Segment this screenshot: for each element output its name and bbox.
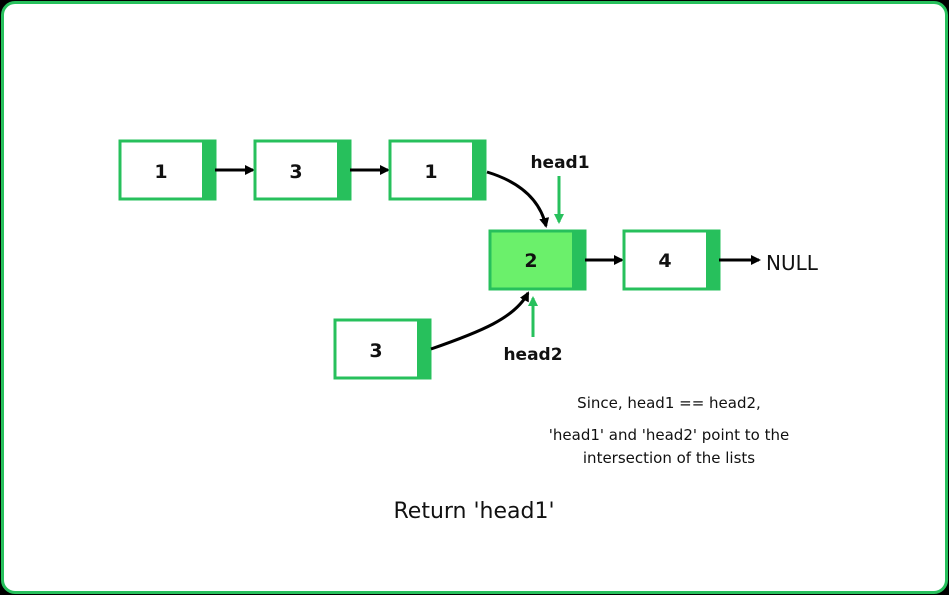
next-pointer-block (572, 231, 585, 289)
null-terminator: NULL (766, 251, 819, 275)
node-value: 2 (524, 250, 537, 272)
result-text: Return 'head1' (393, 499, 554, 524)
next-pointer-block (472, 141, 485, 199)
next-pointer-block (706, 231, 719, 289)
node-value: 4 (658, 250, 671, 272)
intersection-node: 2 (488, 229, 587, 291)
next-pointer-block (417, 320, 430, 378)
node-value: 1 (424, 161, 437, 183)
note-line-1: Since, head1 == head2, (577, 394, 761, 412)
node-value: 3 (289, 161, 302, 183)
next-pointer-block (202, 141, 215, 199)
list1-to-intersection-arrow (486, 170, 550, 228)
list2-node-1: 3 (333, 318, 432, 380)
list1-node-3: 1 (388, 139, 487, 201)
list2-to-intersection-arrow (430, 291, 530, 351)
list1-node-1: 1 (118, 139, 217, 201)
list1-node-2: 3 (253, 139, 352, 201)
note-line-3: intersection of the lists (583, 449, 755, 467)
head1-label: head1 (530, 153, 589, 173)
node-value: 1 (154, 161, 167, 183)
next-pointer-block (337, 141, 350, 199)
head2-label: head2 (503, 345, 562, 365)
node-value: 3 (369, 340, 382, 362)
note-line-2: 'head1' and 'head2' point to the (549, 426, 789, 444)
shared-node-4: 4 (622, 229, 721, 291)
